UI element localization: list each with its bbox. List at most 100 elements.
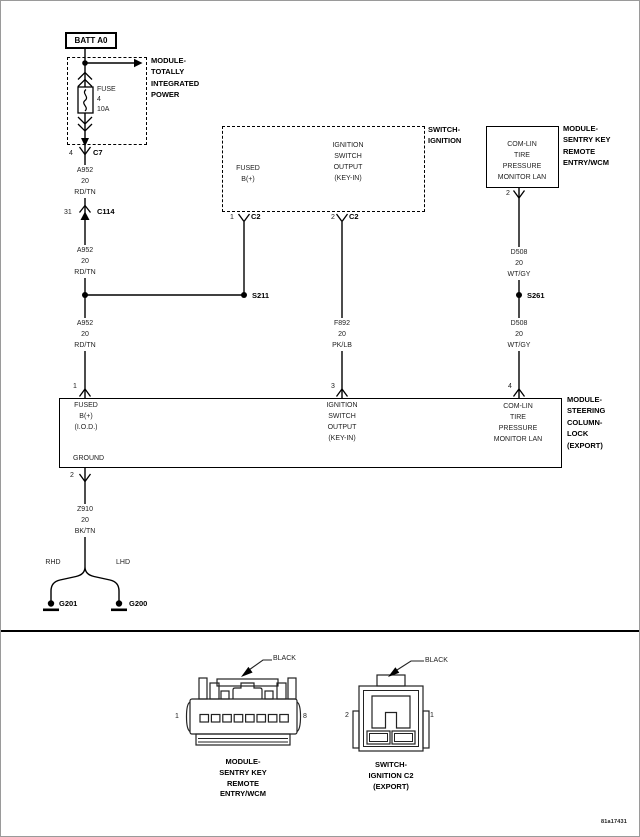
text-line: SWITCH <box>328 413 356 420</box>
lock-output-label: IGNITION SWITCH OUTPUT (KEY-IN) <box>326 400 357 444</box>
splice-s211-label: S211 <box>252 291 270 300</box>
lock-fused-label: FUSED B(+) (I.O.D.) <box>74 400 98 433</box>
c114-pin-number: 31 <box>64 209 72 216</box>
ign-pin1-number: 1 <box>230 214 234 221</box>
skreem-view-pin8: 8 <box>303 713 307 720</box>
text-line: FUSE <box>97 86 116 93</box>
ignition-view-caption: SWITCH- IGNITION C2 (EXPORT) <box>368 760 413 792</box>
text-line: TIRE <box>510 414 526 421</box>
rhd-label: RHD <box>45 559 61 566</box>
text-line: SWITCH- <box>374 760 408 769</box>
fuse-symbol <box>77 86 94 114</box>
text-line: 20 <box>515 331 523 338</box>
splice-dots <box>82 60 522 298</box>
ignition-switch-title: SWITCH- IGNITION <box>428 124 461 147</box>
text-line: POWER <box>151 89 180 99</box>
ground-g200-label: G200 <box>129 599 148 608</box>
text-line: (KEY-IN) <box>328 435 356 442</box>
text-line: (EXPORT) <box>373 781 409 791</box>
c7-connector-symbol <box>78 146 92 156</box>
skreem-view-pin1: 1 <box>175 713 179 720</box>
wire-label-f892: F892 20 PK/LB <box>330 318 354 351</box>
tipm-title: MODULE- TOTALLY INTEGRATED POWER <box>151 55 199 100</box>
lock-pin2-number: 2 <box>70 472 74 479</box>
c114-connector-symbol <box>78 204 92 213</box>
splice-s211-dot <box>241 292 247 298</box>
text-line: D508 <box>510 249 528 256</box>
text-line: 20 <box>81 331 89 338</box>
text-line: BK/TN <box>74 528 96 535</box>
text-line: MODULE- <box>225 757 261 766</box>
document-number: 81a17431 <box>601 819 628 825</box>
ignition-black-callout <box>388 660 424 677</box>
text-line: INTEGRATED <box>151 78 200 88</box>
text-line: IGNITION <box>332 142 364 149</box>
c114-arrowhead <box>80 211 90 220</box>
lock-pin2-symbol <box>78 473 92 483</box>
lock-ground-label: GROUND <box>73 455 105 462</box>
ignition-output-label: IGNITION SWITCH OUTPUT (KEY-IN) <box>332 140 363 184</box>
text-line: PRESSURE <box>502 163 542 170</box>
steering-lock-module-box <box>59 398 562 468</box>
text-line: 4 <box>97 96 101 103</box>
text-line: MONITOR LAN <box>493 436 543 443</box>
battery-feed-label: BATT A0 <box>74 36 108 45</box>
ignition-connector-color-label: BLACK <box>425 657 448 664</box>
wire-label-d508-2: D508 20 WT/GY <box>505 318 533 351</box>
text-line: (I.O.D.) <box>74 424 98 431</box>
text-line: 20 <box>515 260 523 267</box>
skreem-pin-number: 2 <box>506 190 510 197</box>
lock-pin1-symbol <box>78 387 92 397</box>
text-line: Z910 <box>77 506 93 513</box>
skreem-port-label: COM-LIN TIRE PRESSURE MONITOR LAN <box>498 139 547 183</box>
skreem-view-caption: MODULE- SENTRY KEY REMOTE ENTRY/WCM <box>219 757 267 800</box>
ground-g200-dot <box>115 600 123 607</box>
skreem-pin2-symbol <box>512 190 526 200</box>
ground-g200-bar <box>111 608 127 612</box>
ign-pin1-connector: C2 <box>251 212 261 221</box>
text-line: REMOTE <box>226 778 260 788</box>
c7-connector-label: C7 <box>93 148 103 157</box>
text-line: A952 <box>76 167 94 174</box>
text-line: 20 <box>81 258 89 265</box>
text-line: B(+) <box>241 176 255 183</box>
text-line: TIRE <box>514 152 530 159</box>
lock-pin4-number: 4 <box>508 383 512 390</box>
text-line: COM-LIN <box>507 141 537 148</box>
steering-lock-title: MODULE- STEERING COLUMN- LOCK (EXPORT) <box>567 394 605 451</box>
wire-label-d508-1: D508 20 WT/GY <box>505 247 533 280</box>
splice-s261-dot <box>516 292 522 298</box>
skreem-connector-color-label: BLACK <box>273 655 296 662</box>
text-line: 10A <box>97 106 110 113</box>
text-line: (KEY-IN) <box>334 175 362 182</box>
text-line: FUSED <box>236 165 260 172</box>
fuse-label: FUSE 4 10A <box>97 85 116 115</box>
text-line: COLUMN- <box>567 417 603 427</box>
tipm-junction-dot <box>82 60 88 66</box>
junction-dot <box>82 292 88 298</box>
text-line: STEERING <box>567 406 606 416</box>
lock-pin4-symbol <box>512 387 526 397</box>
text-line: IGNITION <box>326 402 358 409</box>
wire-label-a952-1: A952 20 RD/TN <box>72 165 98 198</box>
tipm-module-box <box>67 57 147 145</box>
text-line: F892 <box>334 320 350 327</box>
text-line: WT/GY <box>507 271 531 278</box>
ground-g201-label: G201 <box>59 599 78 608</box>
text-line: LOCK <box>567 429 589 439</box>
ignition-view-pin1: 1 <box>430 712 434 719</box>
splice-s261-label: S261 <box>527 291 545 300</box>
lhd-label: LHD <box>115 559 131 566</box>
wire-label-a952-3: A952 20 RD/TN <box>72 318 98 351</box>
ign-pin2-symbol <box>335 213 349 223</box>
tipm-exit-arrowhead <box>81 138 89 147</box>
text-line: PRESSURE <box>498 425 538 432</box>
text-line: TOTALLY <box>151 67 185 77</box>
text-line: SENTRY KEY <box>219 767 267 777</box>
text-line: MODULE- <box>563 124 598 133</box>
text-line: 20 <box>81 178 89 185</box>
text-line: D508 <box>510 320 528 327</box>
c114-connector-label: C114 <box>97 207 115 216</box>
